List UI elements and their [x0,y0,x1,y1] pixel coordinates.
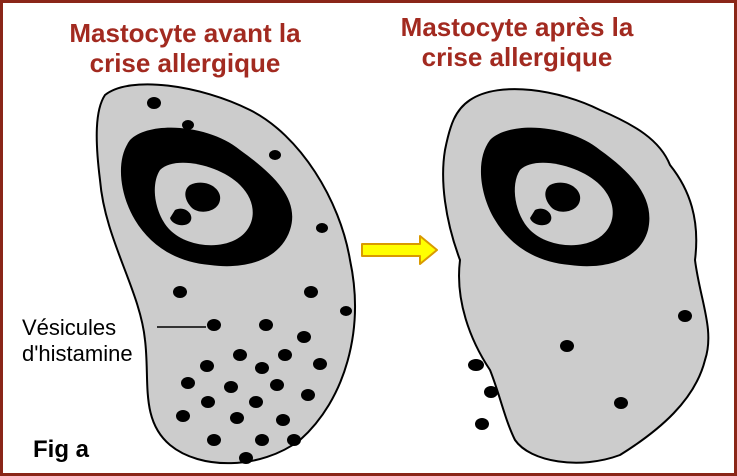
vesicle [270,379,284,391]
vesicle [484,386,498,398]
vesicle [297,331,311,343]
vesicles-label-line2: d'histamine [22,341,133,367]
vesicle [313,358,327,370]
vesicle [182,120,194,130]
vesicle [255,434,269,446]
vesicle [468,359,484,371]
vesicle [278,349,292,361]
vesicle [224,381,238,393]
vesicle [304,286,318,298]
vesicles-label: Vésicules d'histamine [22,315,133,367]
vesicle [340,306,352,316]
vesicle [233,349,247,361]
vesicle [249,396,263,408]
vesicle [201,396,215,408]
vesicle [269,150,281,160]
vesicle [181,377,195,389]
vesicle [207,319,221,331]
vesicle [316,223,328,233]
figure-label: Fig a [33,436,89,464]
vesicle [678,310,692,322]
vesicles-label-line1: Vésicules [22,315,133,341]
vesicle [255,362,269,374]
vesicle [475,418,489,430]
vesicle [301,389,315,401]
vesicle [230,412,244,424]
vesicle [276,414,290,426]
vesicle [614,397,628,409]
vesicle [147,97,161,109]
vesicle [207,434,221,446]
transition-arrow [362,236,437,264]
vesicle [200,360,214,372]
vesicle [239,452,253,464]
vesicle [176,410,190,422]
vesicle [259,319,273,331]
vesicle [173,286,187,298]
vesicle [560,340,574,352]
vesicle [287,434,301,446]
